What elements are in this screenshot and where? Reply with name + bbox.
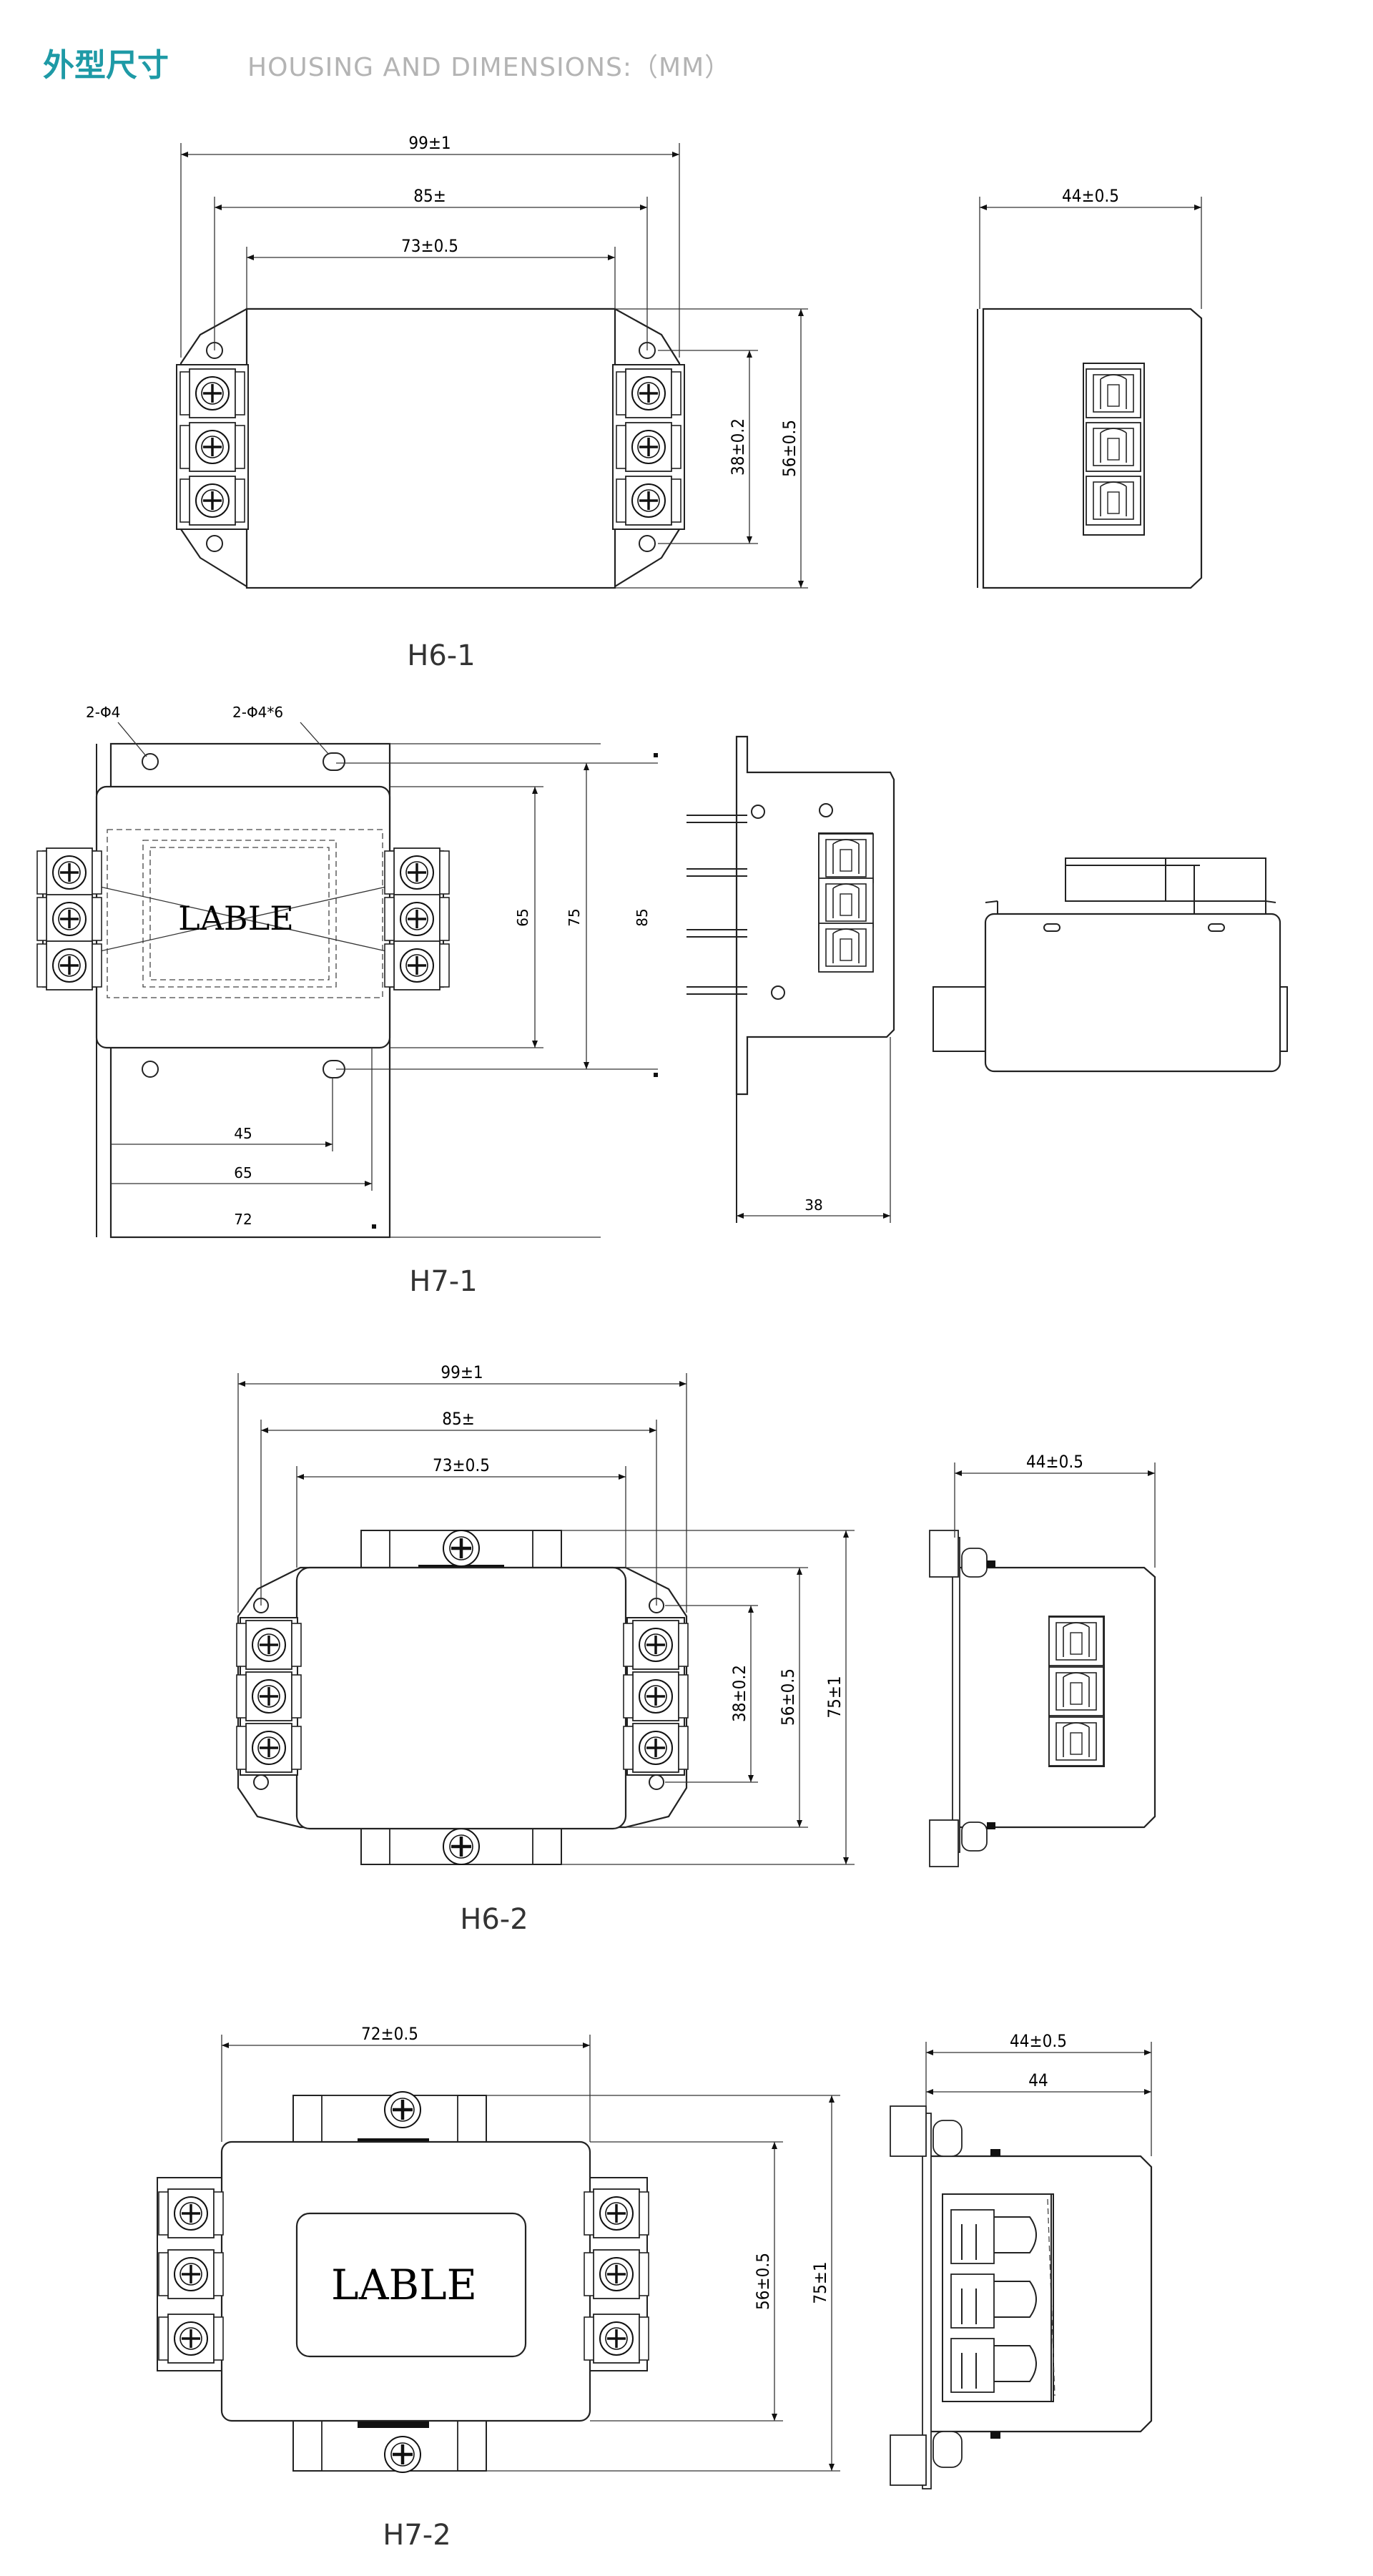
dim-v65: 65 — [514, 908, 531, 926]
callout-holes-a: 2-Φ4 — [86, 704, 120, 721]
caption-h6-1: H6-1 — [407, 639, 475, 672]
dim-depth: 44 — [1028, 2070, 1048, 2090]
dim-body-width: 73±0.5 — [433, 1455, 490, 1475]
callout-holes-b: 2-Φ4*6 — [232, 704, 283, 721]
dim-hole-pitch: 38±0.2 — [729, 1665, 749, 1722]
label-text: LABLE — [331, 2261, 477, 2309]
caption-h7-1: H7-1 — [409, 1265, 477, 1298]
label-plate — [295, 2212, 527, 2358]
header-title-en: HOUSING AND DIMENSIONS:（MM） — [247, 53, 731, 82]
dim-width: 72±0.5 — [361, 2024, 418, 2044]
dim-h45: 45 — [234, 1125, 252, 1142]
dim-height: 56±0.5 — [753, 2253, 773, 2310]
drawing-h7-1: LABLE 2-Φ4 2-Φ4*6 65 75 85 45 65 72 — [37, 704, 1288, 1298]
dim-h65: 65 — [234, 1164, 252, 1181]
dim-mount-width: 85± — [442, 1409, 475, 1429]
label-text: LABLE — [178, 899, 294, 938]
dim-h72: 72 — [234, 1211, 252, 1228]
dim-mount-width: 85± — [413, 186, 446, 206]
dim-height: 56±0.5 — [778, 1668, 798, 1726]
dim-overall-width: 99±1 — [408, 133, 451, 153]
drawing-h6-2: 99±1 85± 73±0.5 38±0.2 56±0.5 75±1 44±0.… — [237, 1362, 1156, 1936]
dim-height: 56±0.5 — [779, 420, 799, 477]
dim-depth: 44±0.5 — [1026, 1452, 1083, 1472]
dim-overall-width: 99±1 — [441, 1362, 483, 1382]
dim-body-width: 73±0.5 — [401, 236, 458, 256]
caption-h7-2: H7-2 — [383, 2519, 451, 2552]
filter-body — [245, 308, 616, 589]
dim-v75: 75 — [566, 908, 583, 926]
dim-total-height: 75±1 — [810, 2261, 830, 2304]
dim-total-height: 75±1 — [825, 1676, 845, 1718]
dim-depth: 44±0.5 — [1062, 186, 1119, 206]
filter-body — [295, 1566, 627, 1830]
side-view-body — [735, 735, 895, 1096]
header-title-cn: 外型尺寸 — [43, 47, 169, 84]
caption-h6-2: H6-2 — [460, 1903, 528, 1936]
dim-v85: 85 — [634, 908, 651, 926]
dim-depth-tolerance: 44±0.5 — [1010, 2031, 1067, 2051]
page-header: 外型尺寸 HOUSING AND DIMENSIONS:（MM） — [43, 47, 731, 84]
dim-hole-pitch: 38±0.2 — [728, 418, 748, 476]
dim-depth: 38 — [804, 1196, 822, 1214]
top-view-body — [984, 913, 1281, 1073]
drawing-h7-2: LABLE 72±0.5 56±0.5 75±1 44±0.5 — [157, 2024, 1153, 2552]
drawing-h6-1: 99±1 85± 73±0.5 38±0.2 56±0.5 44±0.5 H6-… — [176, 133, 1203, 672]
